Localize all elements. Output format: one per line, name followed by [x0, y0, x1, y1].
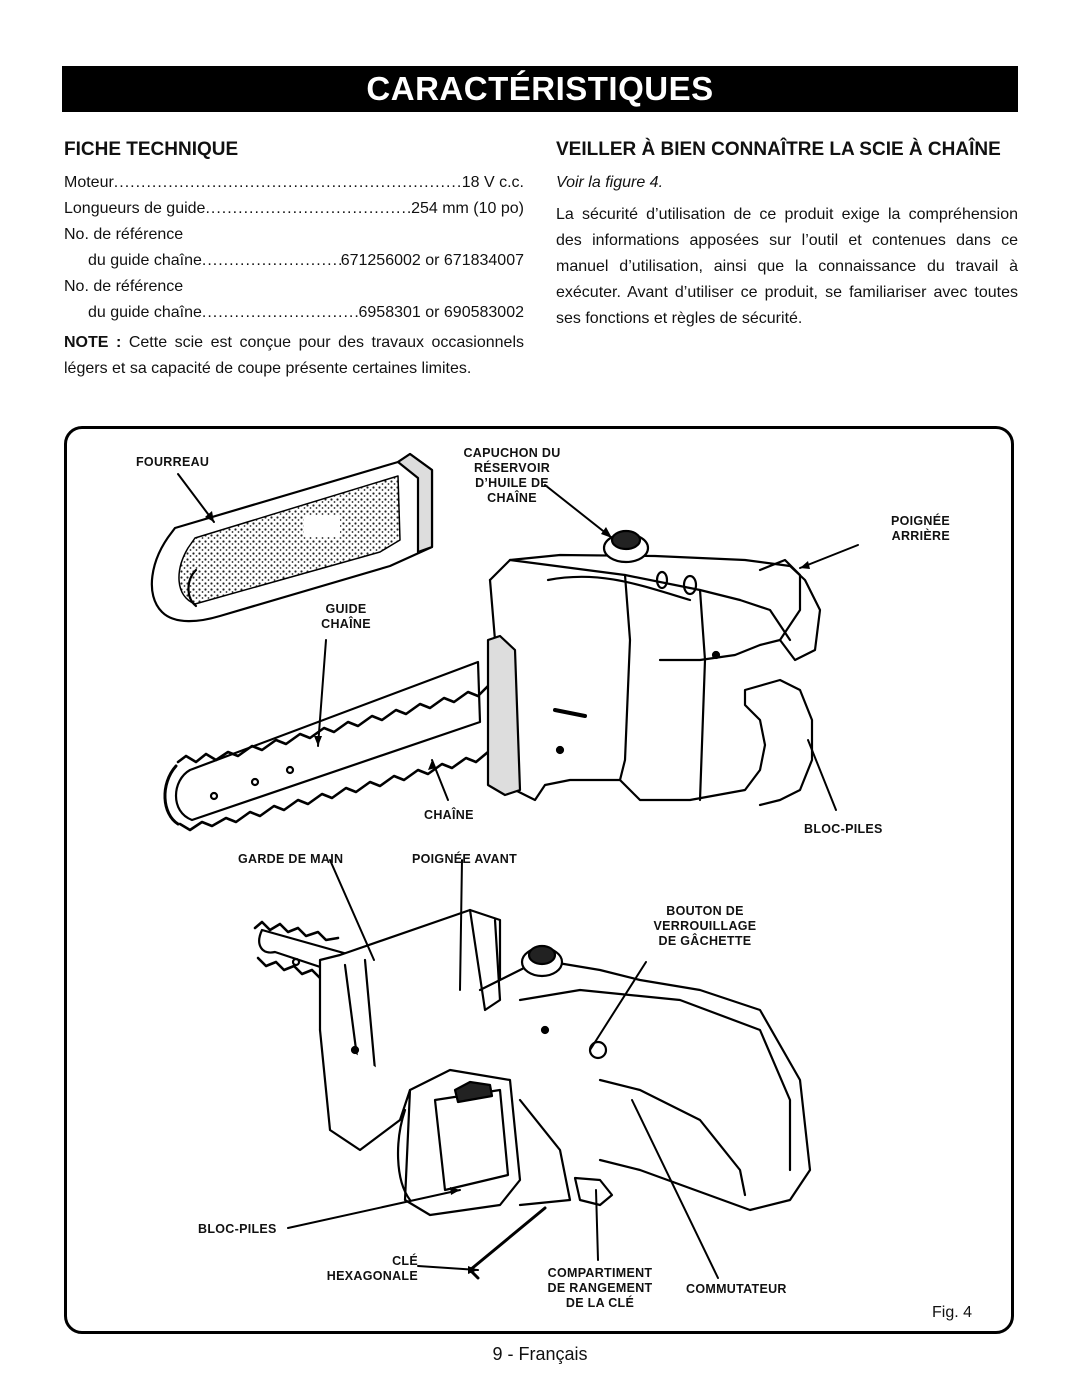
label-compartiment: COMPARTIMENT DE RANGEMENT DE LA CLÉ	[547, 1266, 653, 1310]
label-bloc-piles-top: BLOC-PILES	[804, 822, 883, 836]
label-fourreau: FOURREAU	[136, 455, 210, 469]
chain-bar-top	[163, 660, 490, 832]
label-commutateur: COMMUTATEUR	[686, 1282, 787, 1296]
page-footer: 9 - Français	[492, 1344, 588, 1364]
label-bouton: BOUTON DE VERROUILLAGE DE GÂCHETTE	[653, 904, 757, 948]
saw-body-bottom	[318, 908, 812, 1280]
spec-row-guide-length: Longueurs de guide 254 mm (10 po)	[64, 196, 524, 222]
spec-column: FICHE TECHNIQUE Moteur 18 V c.c. Longueu…	[64, 138, 524, 382]
know-saw-body: La sécurité d’utilisation de ce produit …	[556, 206, 1018, 327]
spec-row-ref1: du guide chaîne 671256002 or 671834007	[64, 248, 524, 274]
label-poignee-avant: POIGNÉE AVANT	[412, 852, 518, 866]
ref1-title: No. de référence	[64, 226, 184, 243]
label-bloc-piles-bottom: BLOC-PILES	[198, 1222, 277, 1236]
label-cle-hexagonale: CLÉ HEXAGONALE	[326, 1254, 418, 1283]
arrow-heads	[205, 511, 810, 1274]
figure-frame	[64, 426, 1014, 1334]
label-garde-de-main: GARDE DE MAIN	[238, 852, 344, 866]
spec-row-motor: Moteur 18 V c.c.	[64, 170, 524, 196]
label-capuchon: CAPUCHON DU RÉSERVOIR D’HUILE DE CHAÎNE	[463, 446, 561, 505]
ref2-title: No. de référence	[64, 278, 184, 295]
label-poignee-arriere: POIGNÉE ARRIÈRE	[890, 514, 950, 543]
scabbard-drawing	[150, 452, 434, 623]
label-chaine: CHAÎNE	[424, 808, 474, 822]
know-saw-column: VEILLER À BIEN CONNAÎTRE LA SCIE À CHAÎN…	[556, 138, 1018, 332]
note-paragraph: NOTE : Cette scie est conçue pour des tr…	[64, 334, 525, 377]
spec-heading: FICHE TECHNIQUE	[64, 139, 239, 160]
figure-caption: Fig. 4	[932, 1304, 973, 1321]
know-saw-heading: VEILLER À BIEN CONNAÎTRE LA SCIE À CHAÎN…	[556, 139, 1001, 160]
saw-body-top	[486, 529, 822, 807]
section-banner: CARACTÉRISTIQUES	[62, 66, 1018, 112]
spec-row-ref2: du guide chaîne 6958301 or 690583002	[64, 300, 524, 326]
label-guide-chaine: GUIDE CHAÎNE	[321, 602, 371, 631]
see-figure-note: Voir la figure 4.	[556, 174, 664, 191]
